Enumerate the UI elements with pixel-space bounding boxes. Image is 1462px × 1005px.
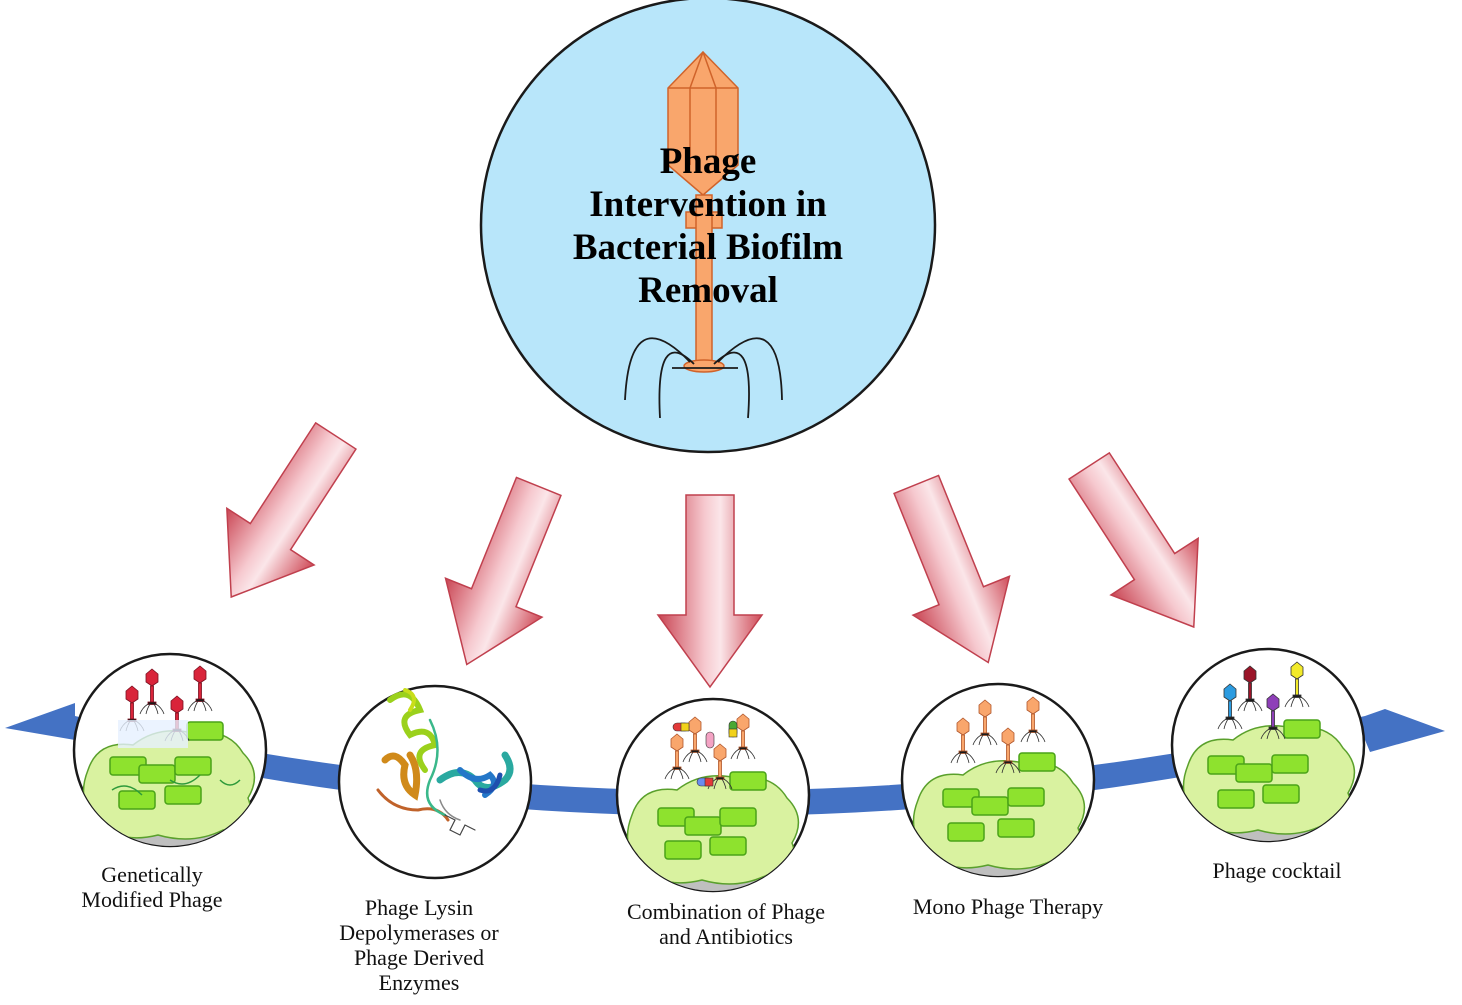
arrow-5 xyxy=(1044,436,1239,657)
approach-circle-phage-cocktail xyxy=(1170,647,1366,843)
arrow-3 xyxy=(657,494,763,688)
caption-genetically-modified-phage: Genetically Modified Phage xyxy=(81,862,223,912)
center-title: Phage Intervention in Bacterial Biofilm … xyxy=(540,140,876,312)
center-title-line-4: Removal xyxy=(638,270,778,311)
arrow-2 xyxy=(417,466,588,685)
arrow-4 xyxy=(867,464,1038,683)
caption-mono-phage-therapy: Mono Phage Therapy xyxy=(912,894,1104,919)
approach-circle-phage-antibiotics xyxy=(615,697,811,893)
caption-phage-cocktail: Phage cocktail xyxy=(1212,858,1342,883)
center-title-line-1: Phage xyxy=(659,141,757,182)
approach-circle-mono-phage xyxy=(900,682,1096,878)
central-phage-node xyxy=(479,0,937,454)
caption-phage-lysin-enzymes: Phage Lysin Depolymerases or Phage Deriv… xyxy=(339,895,499,995)
caption-phage-antibiotics: Combination of Phage and Antibiotics xyxy=(627,899,825,949)
arrow-1 xyxy=(186,406,381,627)
center-title-line-2: Intervention in xyxy=(589,184,827,225)
center-title-line-3: Bacterial Biofilm xyxy=(572,227,844,268)
phage-tail-fibers xyxy=(624,337,783,419)
protein-ribbon-illustration xyxy=(376,688,514,836)
approach-circle-lysin-enzymes xyxy=(337,684,533,880)
approach-circle-genetically-modified xyxy=(72,652,268,848)
antibiotic-capsules xyxy=(672,720,738,787)
